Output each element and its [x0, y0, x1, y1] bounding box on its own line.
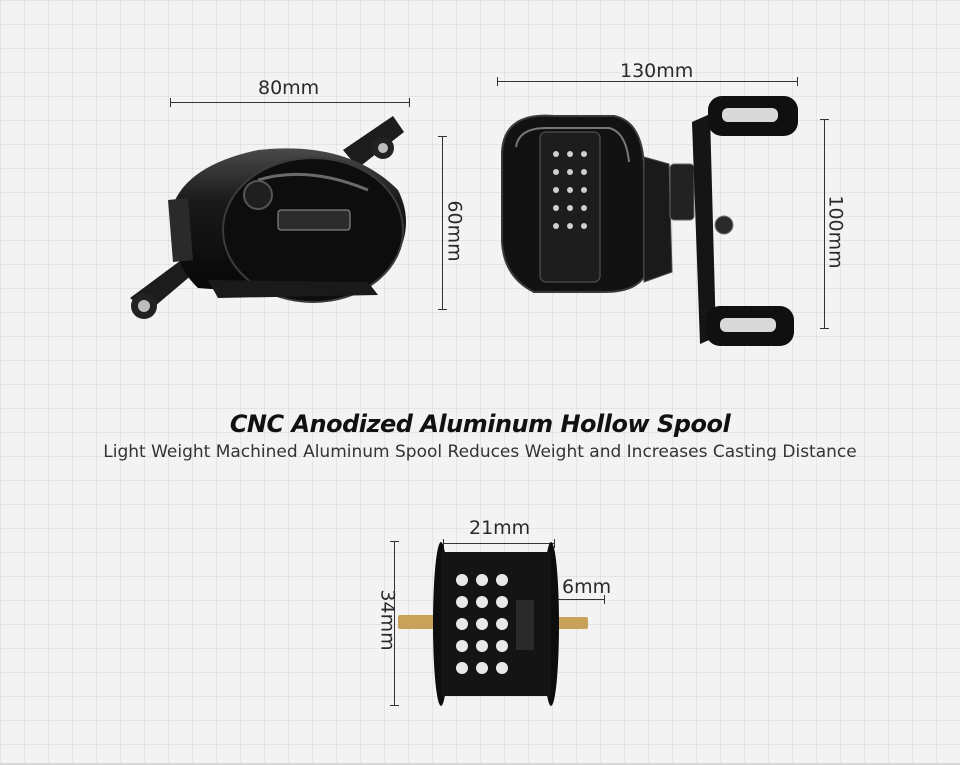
headline-title: CNC Anodized Aluminum Hollow Spool	[229, 410, 731, 438]
spool-width-label: 21mm	[469, 517, 531, 539]
front-height-label: 100mm	[824, 195, 847, 269]
spool-image	[398, 542, 588, 706]
headline-subtitle: Light Weight Machined Aluminum Spool Red…	[103, 442, 857, 462]
shaft-length-label: 6mm	[562, 576, 612, 598]
footer-divider	[0, 763, 960, 765]
reel-front-view-image	[501, 96, 798, 346]
front-width-label: 130mm	[620, 60, 694, 82]
side-height-label: 60mm	[443, 200, 466, 262]
side-width-label: 80mm	[258, 77, 320, 99]
reel-side-view-image	[130, 116, 406, 319]
